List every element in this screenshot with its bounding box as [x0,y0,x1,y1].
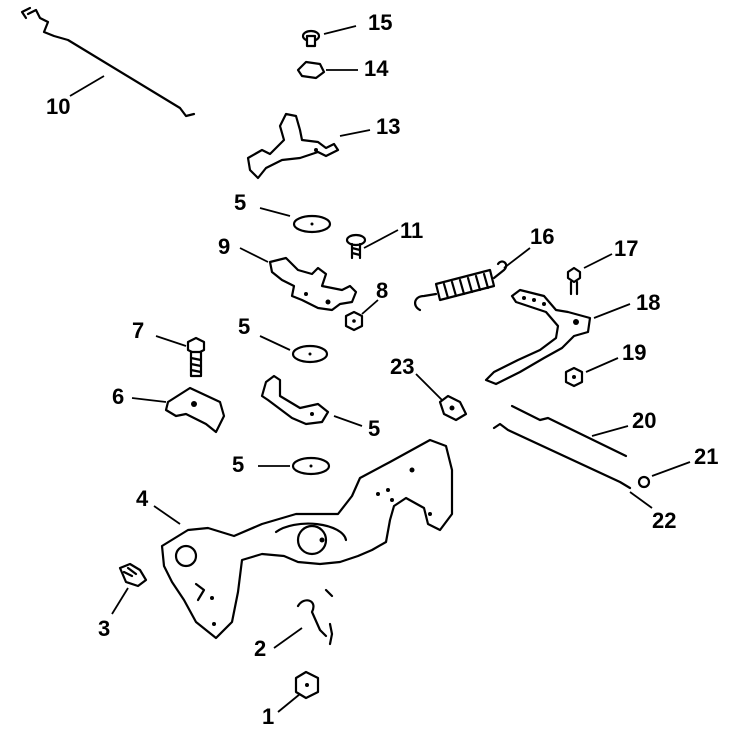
callout-7: 6 [112,384,124,409]
callout-4: 4 [136,486,149,511]
part-5-washer-top [292,214,332,234]
part-13-bracket [246,112,340,180]
callout-3: 3 [98,616,110,641]
part-19-nut [564,366,584,388]
part-6-tab-plate [260,374,330,426]
part-15-screw [301,29,321,48]
part-17-screw [566,266,582,296]
part-8-bolt [186,336,206,378]
part-23-clamp [438,394,468,422]
part-2-spring-clip [296,588,334,646]
part-14-washer [296,60,326,80]
callout-22: 22 [652,508,676,533]
part-5-washer-bottom [291,456,331,476]
callout-2: 2 [254,636,266,661]
part-22-rod [492,422,632,490]
callout-13: 13 [376,114,400,139]
part-7-clip [164,386,226,434]
part-1-nut [294,670,320,700]
callout-8: 7 [132,318,144,343]
leader-lines [69,25,691,713]
callout-5-top: 5 [234,190,246,215]
callout-21: 21 [694,444,718,469]
part-18-arm [484,288,592,386]
callout-18: 18 [636,290,660,315]
callout-15: 15 [368,10,392,35]
callout-5-bottom: 5 [232,452,244,477]
callouts: 15 14 10 13 5 11 9 16 17 8 18 5 7 19 23 … [46,10,718,729]
callout-14: 14 [364,56,389,81]
part-10-nut [344,310,364,332]
callout-12: 10 [46,94,70,119]
part-11-screw [345,233,367,260]
part-21-nut [637,475,651,489]
part-12-rod [20,6,196,118]
part-9-lever [268,256,358,312]
part-5-washer-middle [291,344,329,364]
part-3-bolt [118,562,148,588]
callout-11: 11 [400,218,423,243]
part-20-wire [510,404,628,458]
callout-10: 8 [376,278,388,303]
callout-5-middle: 5 [238,314,250,339]
callout-19: 19 [622,340,646,365]
callout-17: 17 [614,236,638,261]
callout-9: 9 [218,234,230,259]
callout-23: 23 [390,354,414,379]
callout-6: 5 [368,416,380,441]
callout-16: 16 [530,224,554,249]
callout-1: 1 [262,704,274,729]
part-4-main-bracket [160,438,454,640]
part-16-spring [414,260,508,312]
callout-20: 20 [632,408,656,433]
